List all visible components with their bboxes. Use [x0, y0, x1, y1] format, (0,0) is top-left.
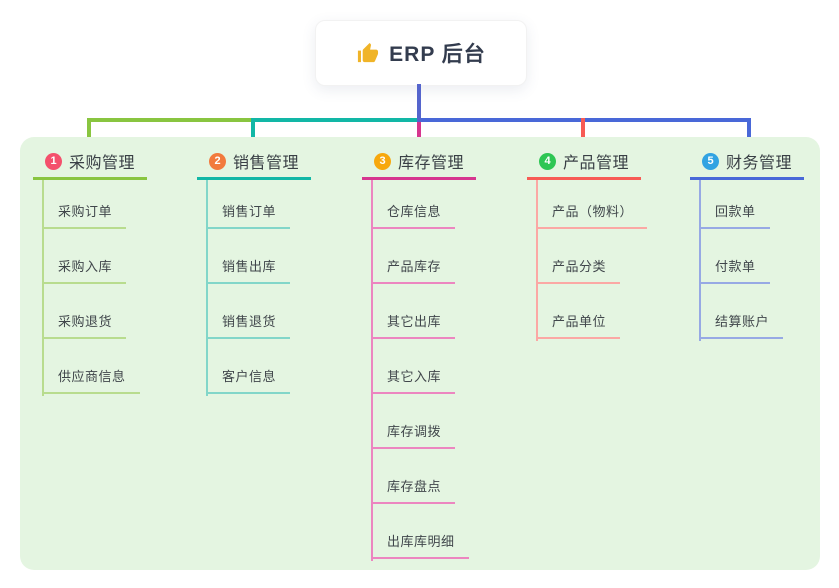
node-item[interactable]: 销售出库 [206, 257, 291, 284]
connector-branch4-drop [581, 118, 585, 148]
node-item[interactable]: 销售退货 [206, 312, 291, 339]
branch-header-purchase[interactable]: 1 采购管理 [33, 148, 147, 180]
node-item[interactable]: 采购订单 [42, 202, 127, 229]
branch-purchase: 1 采购管理 采购订单 采购入库 采购退货 供应商信息 [33, 148, 147, 396]
connector-branch2-horizontal [251, 118, 421, 122]
branch-label: 采购管理 [69, 155, 136, 172]
node-item[interactable]: 客户信息 [206, 367, 291, 394]
connector-branch3-drop [417, 120, 421, 148]
branch-label: 销售管理 [233, 155, 300, 172]
connector-root-vertical [417, 84, 421, 122]
node-item[interactable]: 采购退货 [42, 312, 127, 339]
branch-product: 4 产品管理 产品（物料） 产品分类 产品单位 [527, 148, 648, 341]
node-item[interactable]: 付款单 [699, 257, 770, 284]
root-node[interactable]: ERP 后台 [315, 20, 527, 86]
node-item[interactable]: 其它入库 [371, 367, 456, 394]
thumbs-up-icon [358, 42, 379, 62]
node-item[interactable]: 供应商信息 [42, 367, 140, 394]
node-item[interactable]: 销售订单 [206, 202, 291, 229]
branch-number-badge: 3 [374, 152, 391, 170]
branch-label: 财务管理 [726, 155, 793, 172]
node-item[interactable]: 产品（物料） [536, 202, 648, 229]
connector-branch2-drop [251, 118, 255, 148]
branch-children-line [371, 180, 373, 561]
branch-sales: 2 销售管理 销售订单 销售出库 销售退货 客户信息 [197, 148, 311, 396]
branch-children-line [206, 180, 208, 396]
root-title: ERP 后台 [389, 43, 486, 66]
node-item[interactable]: 产品单位 [536, 312, 621, 339]
branch-header-sales[interactable]: 2 销售管理 [197, 148, 311, 180]
node-item[interactable]: 库存盘点 [371, 477, 456, 504]
branch-header-inventory[interactable]: 3 库存管理 [362, 148, 476, 180]
node-item[interactable]: 回款单 [699, 202, 770, 229]
node-item[interactable]: 出库库明细 [371, 532, 469, 559]
branch-number-badge: 1 [45, 152, 62, 170]
branch-header-product[interactable]: 4 产品管理 [527, 148, 641, 180]
node-item[interactable]: 产品库存 [371, 257, 456, 284]
node-item[interactable]: 库存调拨 [371, 422, 456, 449]
connector-branch5-drop [747, 118, 751, 148]
branch-finance: 5 财务管理 回款单 付款单 结算账户 [690, 148, 804, 341]
branch-label: 产品管理 [563, 155, 630, 172]
branch-children-line [699, 180, 701, 341]
branch-label: 库存管理 [398, 155, 465, 172]
node-item[interactable]: 结算账户 [699, 312, 784, 339]
node-item[interactable]: 其它出库 [371, 312, 456, 339]
branch-header-finance[interactable]: 5 财务管理 [690, 148, 804, 180]
node-item[interactable]: 产品分类 [536, 257, 621, 284]
node-item[interactable]: 仓库信息 [371, 202, 456, 229]
branch-number-badge: 4 [539, 152, 556, 170]
connector-branch1-drop [87, 118, 91, 148]
branch-number-badge: 5 [702, 152, 719, 170]
branch-children-line [536, 180, 538, 341]
branch-inventory: 3 库存管理 仓库信息 产品库存 其它出库 其它入库 库存调拨 库存盘点 出库库… [362, 148, 476, 561]
node-item[interactable]: 采购入库 [42, 257, 127, 284]
connector-branch5-horizontal [419, 118, 751, 122]
branch-number-badge: 2 [209, 152, 226, 170]
branches-panel [20, 137, 820, 570]
branch-children-line [42, 180, 44, 396]
